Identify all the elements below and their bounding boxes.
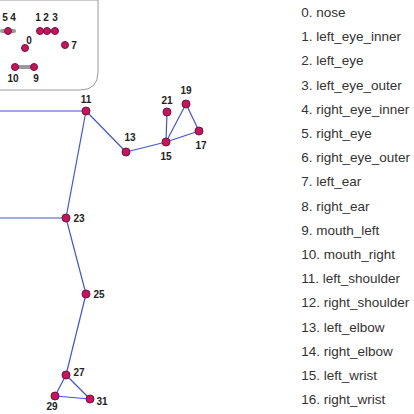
callout-number: 3 — [52, 13, 58, 23]
callout-number: 1 — [35, 13, 41, 23]
callout-number: 21 — [161, 96, 172, 106]
landmark-name: 16. right_wrist — [301, 393, 385, 407]
callout-number: 2 — [43, 13, 49, 23]
landmark-name: 12. right_shoulder — [301, 297, 409, 311]
landmark-name: 6. right_eye_outer — [301, 151, 410, 165]
landmark-name: 13. left_elbow — [301, 321, 384, 335]
landmark-name: 3. left_eye_outer — [301, 79, 402, 93]
landmark-name: 14. right_elbow — [301, 345, 393, 359]
landmark-name: 8. right_ear — [301, 200, 369, 214]
landmark-name: 1. left_eye_inner — [301, 30, 401, 44]
landmark-name: 4. right_eye_inner — [301, 103, 409, 117]
face-features — [2, 31, 55, 67]
callout-number: 25 — [93, 290, 104, 300]
landmark-name: 15. left_wrist — [301, 369, 377, 383]
callout-number: 27 — [73, 368, 84, 378]
callout-number: 5 — [2, 13, 8, 23]
callout-number: 31 — [96, 397, 107, 407]
callout-number: 17 — [195, 141, 206, 151]
callout-number: 13 — [124, 133, 135, 143]
landmark-name: 7. left_ear — [301, 176, 361, 190]
callout-number: 4 — [10, 13, 16, 23]
callout-number: 9 — [33, 74, 39, 84]
callout-number: 19 — [180, 86, 191, 96]
landmark-name: 0. nose — [301, 6, 345, 20]
callout-number: 0 — [26, 36, 32, 46]
callout-number: 11 — [81, 95, 92, 105]
callout-number: 15 — [160, 152, 171, 162]
landmark-name: 2. left_eye — [301, 55, 363, 69]
landmark-name: 10. mouth_right — [301, 248, 395, 262]
landmark-name: 9. mouth_left — [301, 224, 379, 238]
callout-number: 10 — [7, 74, 18, 84]
landmark-name: 5. right_eye — [301, 127, 372, 141]
callout-number: 7 — [71, 41, 77, 51]
landmark-dots — [5, 28, 204, 404]
skeleton-lines — [0, 104, 199, 399]
callout-number: 29 — [46, 402, 57, 412]
landmark-name: 11. left_shoulder — [301, 272, 400, 286]
face-outline — [0, 0, 98, 90]
callout-number: 23 — [73, 214, 84, 224]
